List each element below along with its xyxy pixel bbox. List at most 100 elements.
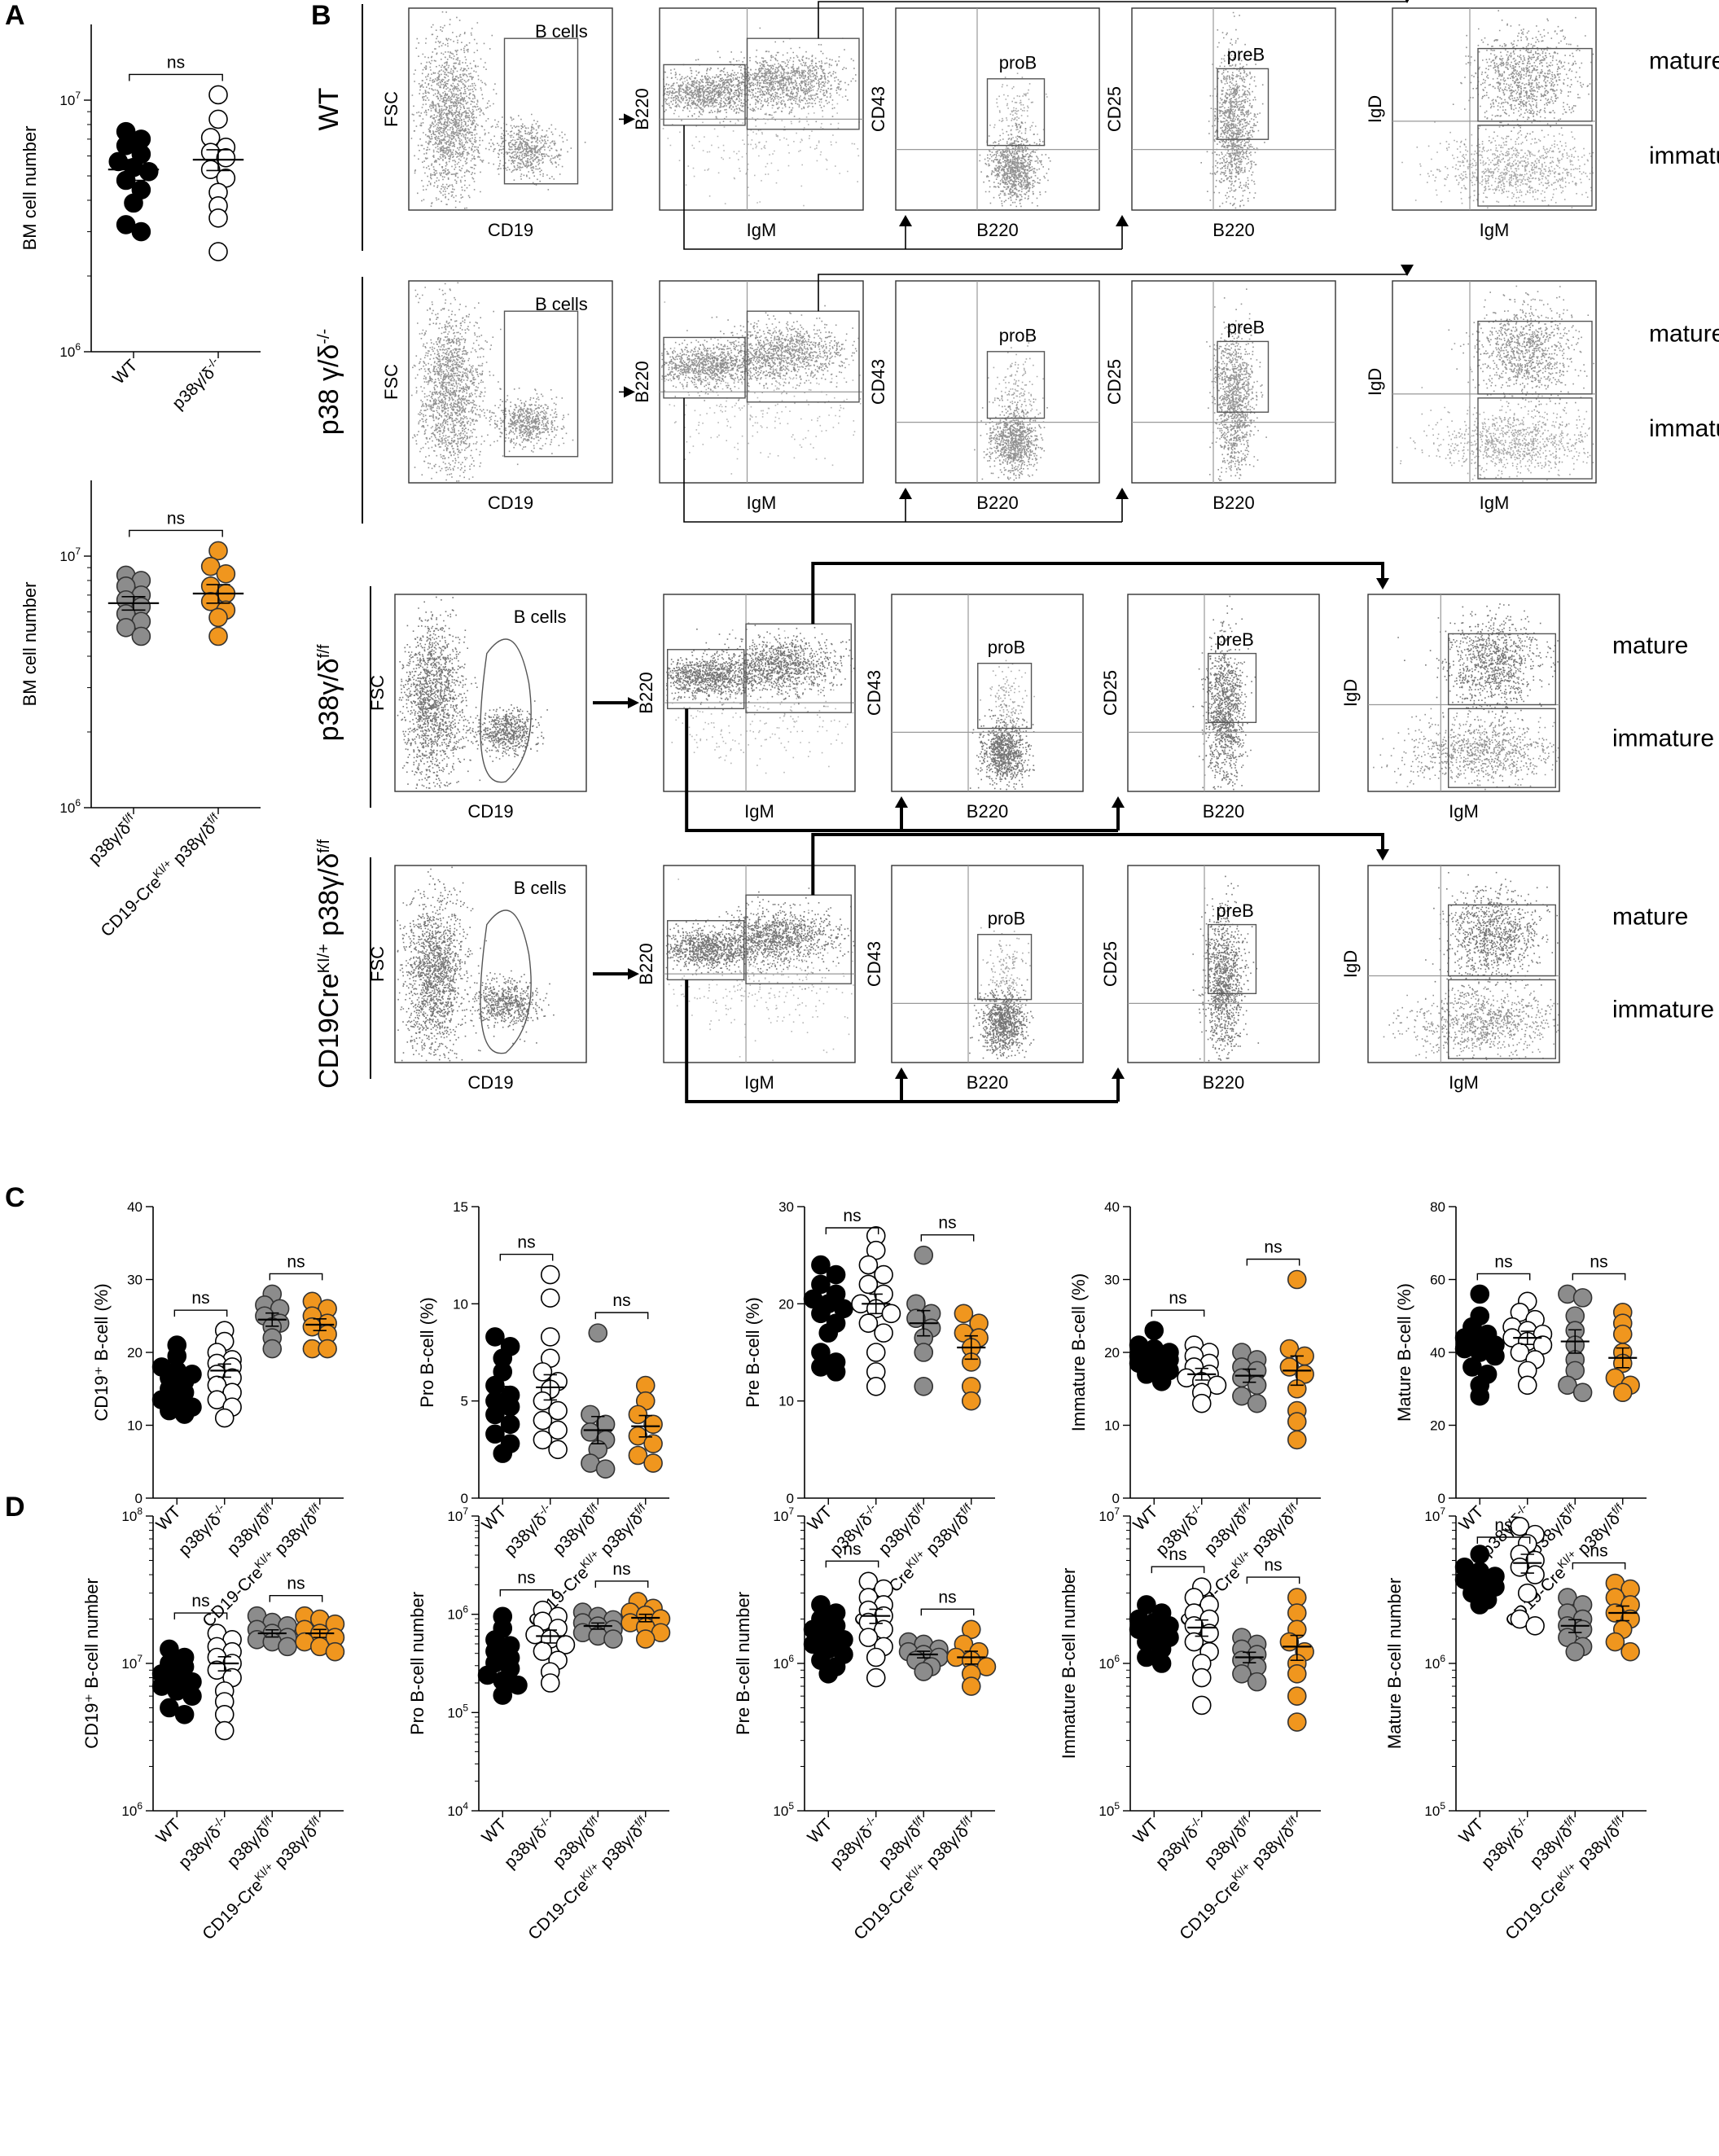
significance-label: ns bbox=[612, 1560, 630, 1579]
y-tick-label: 10 bbox=[1104, 1418, 1120, 1434]
gating-arrowhead bbox=[1401, 265, 1414, 276]
data-point bbox=[1612, 1383, 1633, 1403]
data-point bbox=[1517, 1583, 1537, 1603]
gate-label: proB bbox=[999, 325, 1037, 345]
data-point bbox=[485, 1404, 505, 1425]
plot-frame bbox=[1392, 7, 1597, 211]
significance-label: ns bbox=[1264, 1556, 1282, 1575]
x-tick-label: WT bbox=[1455, 1815, 1487, 1847]
event-cloud bbox=[1448, 285, 1594, 446]
data-point bbox=[866, 1647, 886, 1667]
facs-y-label: FSC bbox=[367, 946, 388, 982]
x-tick-label: p38γ/δ-/- bbox=[1476, 1813, 1536, 1873]
data-point bbox=[131, 221, 151, 242]
y-tick-label: 0 bbox=[1112, 1491, 1120, 1506]
data-point bbox=[533, 1391, 553, 1411]
facs-x-label: IgM bbox=[1480, 220, 1510, 240]
y-axis-label: CD19⁺ B-cell number bbox=[81, 1578, 102, 1749]
data-point bbox=[548, 1420, 568, 1440]
x-tick-label: WT bbox=[804, 1815, 835, 1847]
y-tick-label: 10 bbox=[127, 1418, 143, 1434]
y-tick-label: 20 bbox=[778, 1296, 794, 1312]
y-tick-label: 106 bbox=[1424, 1653, 1445, 1672]
facs-x-label: IgM bbox=[747, 220, 777, 240]
data-point bbox=[588, 1323, 608, 1343]
data-point bbox=[533, 1641, 553, 1661]
immature-label: immature bbox=[1612, 996, 1714, 1023]
significance-bracket bbox=[1151, 1566, 1205, 1574]
plot-frame bbox=[394, 594, 587, 792]
y-tick-label: 40 bbox=[127, 1199, 143, 1215]
x-tick-label: p38γ/δ-/- bbox=[499, 1501, 559, 1560]
data-point bbox=[818, 1663, 839, 1684]
x-tick-label: WT bbox=[1129, 1502, 1161, 1534]
data-point bbox=[874, 1323, 893, 1343]
x-tick-label: WT bbox=[1129, 1815, 1161, 1847]
y-tick-label: 106 bbox=[59, 341, 81, 360]
data-point bbox=[1605, 1632, 1625, 1652]
y-axis-label: Immature B-cell (%) bbox=[1068, 1273, 1089, 1431]
row-label: WT bbox=[314, 88, 344, 131]
facs-x-label: B220 bbox=[967, 801, 1008, 822]
significance-label: ns bbox=[938, 1214, 956, 1233]
data-point bbox=[1510, 1343, 1530, 1362]
significance-bracket bbox=[1246, 1576, 1300, 1584]
data-point bbox=[131, 626, 151, 646]
significance-bracket bbox=[1246, 1258, 1300, 1266]
x-tick-label: p38γ/δ-/- bbox=[173, 1813, 233, 1873]
data-point bbox=[214, 1704, 235, 1724]
y-tick-label: 60 bbox=[1430, 1273, 1445, 1288]
facs-x-label: IgM bbox=[744, 1072, 774, 1093]
significance-label: ns bbox=[167, 509, 185, 528]
x-tick-label: p38γ/δf/f bbox=[83, 810, 141, 868]
data-point bbox=[628, 1445, 648, 1466]
y-tick-label: 30 bbox=[127, 1273, 143, 1288]
significance-label: ns bbox=[191, 1289, 209, 1308]
gating-path-progenitor bbox=[685, 708, 1118, 832]
event-cloud bbox=[411, 282, 515, 482]
data-point bbox=[1470, 1284, 1490, 1304]
data-point bbox=[182, 1686, 202, 1706]
y-tick-label: 0 bbox=[787, 1491, 794, 1506]
data-point bbox=[533, 1410, 553, 1431]
data-point bbox=[1470, 1545, 1490, 1564]
data-point bbox=[1470, 1595, 1490, 1615]
x-tick-label: WT bbox=[152, 1815, 184, 1847]
significance-bracket bbox=[920, 1608, 975, 1616]
facs-x-label: IgM bbox=[1480, 493, 1510, 513]
facs-y-label: FSC bbox=[367, 675, 388, 711]
facs-y-label: CD43 bbox=[868, 86, 888, 132]
gate-rect bbox=[1477, 125, 1593, 207]
mature-label: mature bbox=[1649, 320, 1719, 347]
data-point bbox=[216, 148, 236, 168]
data-point bbox=[914, 1343, 934, 1362]
y-tick-label: 0 bbox=[461, 1491, 468, 1506]
facs-y-label: FSC bbox=[381, 364, 401, 400]
data-point bbox=[1525, 1615, 1545, 1636]
gating-arrowhead bbox=[628, 697, 639, 709]
gating-path-progenitor bbox=[683, 397, 1122, 523]
panel-label-c: C bbox=[5, 1182, 25, 1213]
immature-label: immature bbox=[1612, 725, 1714, 752]
data-point bbox=[200, 591, 221, 611]
y-tick-label: 105 bbox=[1098, 1800, 1120, 1819]
significance-label: ns bbox=[1264, 1238, 1282, 1257]
gating-path-mature bbox=[811, 833, 1384, 896]
data-point bbox=[138, 161, 159, 182]
event-cloud bbox=[969, 703, 1035, 791]
data-point bbox=[811, 1255, 831, 1275]
data-point bbox=[208, 607, 228, 628]
data-point bbox=[628, 1404, 648, 1425]
data-point bbox=[1572, 1383, 1593, 1403]
event-cloud bbox=[480, 388, 574, 466]
data-point bbox=[262, 1339, 283, 1359]
event-cloud bbox=[689, 887, 855, 990]
gate-label: preB bbox=[1227, 317, 1265, 337]
gating-arrowhead bbox=[895, 796, 908, 808]
